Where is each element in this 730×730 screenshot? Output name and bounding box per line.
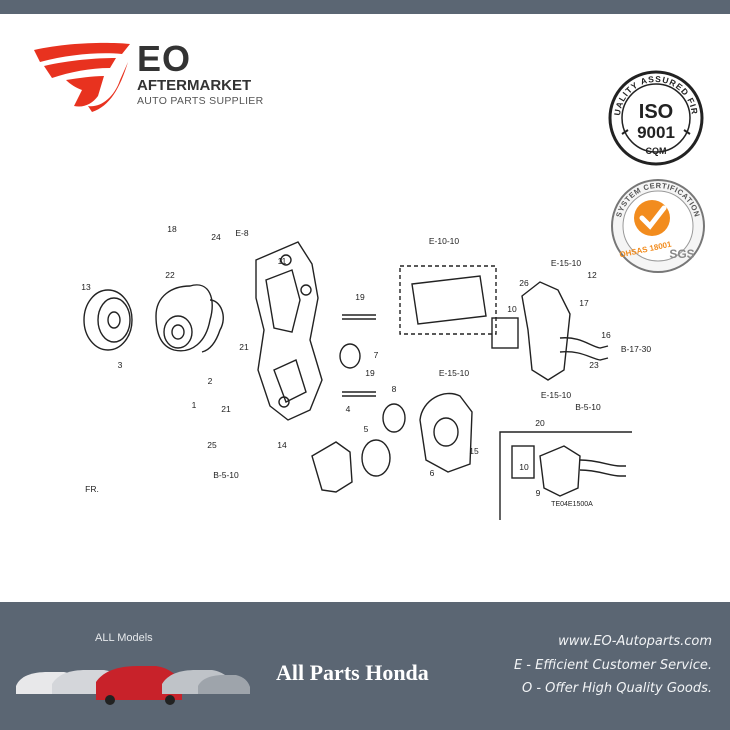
- svg-text:E-15-10: E-15-10: [439, 368, 470, 378]
- svg-text:B-5-10: B-5-10: [213, 470, 239, 480]
- svg-text:15: 15: [469, 446, 479, 456]
- iso-9001-seal-icon: QUALITY ASSURED FIRM ISO 9001 CQM: [606, 68, 704, 166]
- svg-text:5: 5: [364, 424, 369, 434]
- svg-text:6: 6: [430, 468, 435, 478]
- svg-text:4: 4: [346, 404, 351, 414]
- parts-diagram: 18 24 E-8 11 E-10-10 E-15-10 12 13 22 26…: [81, 224, 652, 520]
- slogan-line-1: E - Efficient Customer Service.: [513, 658, 712, 673]
- svg-text:26: 26: [519, 278, 529, 288]
- svg-text:14: 14: [277, 440, 287, 450]
- svg-text:7: 7: [374, 350, 379, 360]
- svg-text:10: 10: [507, 304, 517, 314]
- car-lineup-icon: [16, 666, 250, 705]
- svg-text:2: 2: [208, 376, 213, 386]
- svg-text:B-17-30: B-17-30: [621, 344, 652, 354]
- svg-text:8: 8: [392, 384, 397, 394]
- slogan-line-2: O - Offer High Quality Goods.: [521, 681, 712, 696]
- website-url[interactable]: www.EO-Autoparts.com: [558, 634, 712, 649]
- svg-text:B-5-10: B-5-10: [575, 402, 601, 412]
- svg-text:3: 3: [118, 360, 123, 370]
- svg-text:E-8: E-8: [235, 228, 249, 238]
- svg-text:18: 18: [167, 224, 177, 234]
- svg-text:20: 20: [535, 418, 545, 428]
- svg-text:19: 19: [365, 368, 375, 378]
- svg-text:E-15-10: E-15-10: [551, 258, 582, 268]
- all-models-label: ALL Models: [95, 632, 153, 644]
- svg-text:25: 25: [207, 440, 217, 450]
- svg-text:12: 12: [587, 270, 597, 280]
- svg-text:16: 16: [601, 330, 611, 340]
- svg-text:13: 13: [81, 282, 91, 292]
- iso-number: 9001: [637, 123, 675, 142]
- brand-name: EO: [137, 38, 192, 79]
- svg-text:1: 1: [192, 400, 197, 410]
- svg-text:9: 9: [536, 488, 541, 498]
- footer: [0, 602, 730, 730]
- svg-text:22: 22: [165, 270, 175, 280]
- iso-main: ISO: [639, 101, 673, 123]
- svg-text:E-15-10: E-15-10: [541, 390, 572, 400]
- svg-text:10: 10: [519, 462, 529, 472]
- iso-mark: CQM: [646, 146, 667, 156]
- ohsas-18001-seal-icon: SYSTEM CERTIFICATION OHSAS 18001 SGS: [611, 179, 705, 273]
- svg-text:11: 11: [278, 256, 287, 266]
- svg-text:E-10-10: E-10-10: [429, 236, 460, 246]
- svg-text:21: 21: [221, 404, 231, 414]
- svg-text:19: 19: [355, 292, 365, 302]
- brand-tagline: AUTO PARTS SUPPLIER: [137, 95, 264, 107]
- svg-text:23: 23: [589, 360, 599, 370]
- content-panel: [0, 14, 730, 602]
- wing-e-logo-icon: [34, 42, 130, 112]
- footer-title: All Parts Honda: [276, 660, 429, 685]
- svg-text:24: 24: [211, 232, 221, 242]
- svg-text:17: 17: [579, 298, 589, 308]
- svg-text:FR.: FR.: [85, 484, 99, 494]
- svg-text:TE04E1500A: TE04E1500A: [551, 501, 593, 508]
- sgs-mark: SGS: [669, 247, 694, 261]
- svg-text:21: 21: [239, 342, 249, 352]
- top-band: [0, 0, 730, 14]
- brand-subtitle: AFTERMARKET: [137, 77, 252, 94]
